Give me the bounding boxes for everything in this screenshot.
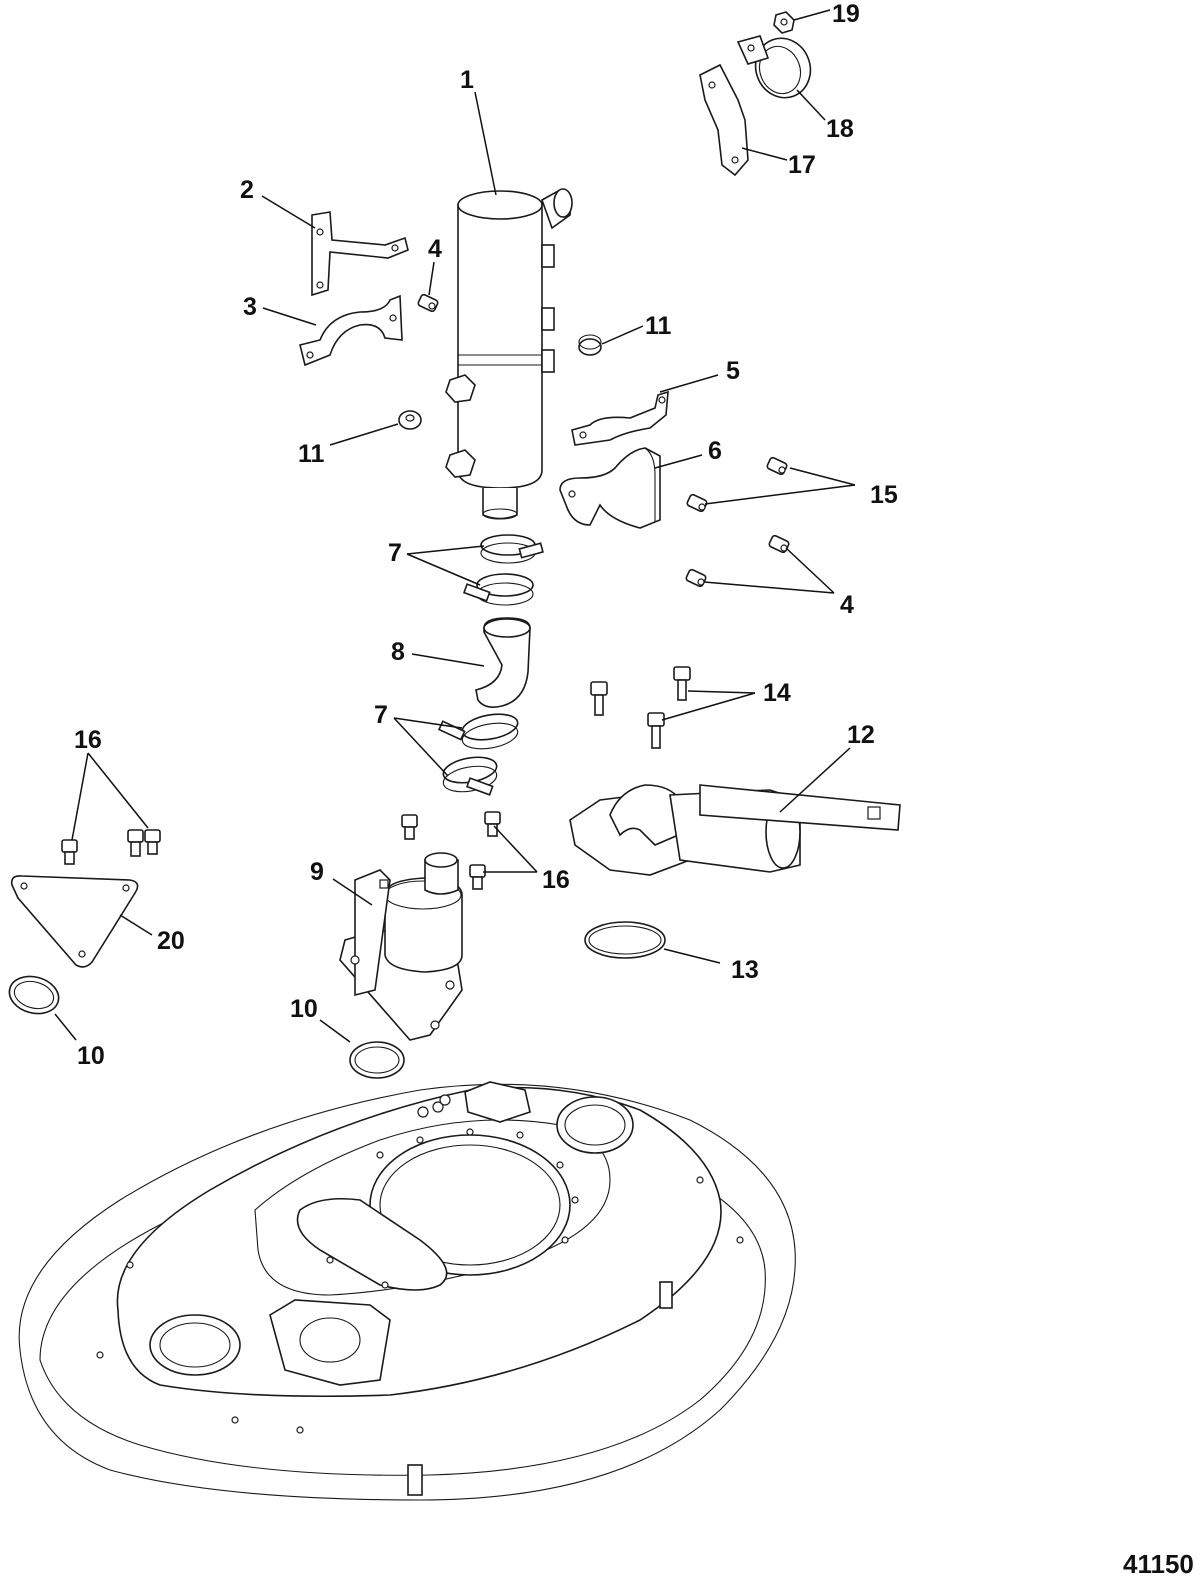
part-clamp-3 <box>299 294 403 367</box>
callout-20: 20 <box>157 927 185 955</box>
callout-5: 5 <box>726 357 740 385</box>
figure-number: 41150 <box>1123 1549 1194 1579</box>
callout-16-right: 16 <box>542 866 570 894</box>
part-clamp-ring-18 <box>736 35 812 99</box>
part-bolt-16-e <box>484 811 501 837</box>
callout-1: 1 <box>460 66 474 94</box>
callout-4-right: 4 <box>840 591 854 619</box>
part-bolt-16-d <box>401 814 418 840</box>
part-hose-clamp-7-b <box>462 573 534 606</box>
callout-7-lower: 7 <box>374 701 388 729</box>
callout-11-left: 11 <box>298 440 325 468</box>
part-oring-10-left <box>8 975 60 1015</box>
part-plate-20 <box>10 875 139 968</box>
part-bolt-16-a <box>61 839 78 865</box>
callout-10-middle: 10 <box>290 995 318 1023</box>
part-grommet-11-a <box>578 334 602 356</box>
part-hose-8 <box>475 617 531 708</box>
callout-13: 13 <box>731 956 759 984</box>
part-bolt-16-f <box>469 864 486 890</box>
part-bolt-14-c <box>647 712 665 749</box>
callout-17: 17 <box>788 151 816 179</box>
callout-16-left: 16 <box>74 726 102 754</box>
callout-7-upper: 7 <box>388 539 402 567</box>
part-grommet-11-b <box>398 410 422 430</box>
part-bolt-16-c <box>127 829 144 857</box>
part-screw-15-a <box>766 456 788 476</box>
part-bracket-2 <box>311 211 409 297</box>
callout-18: 18 <box>826 115 854 143</box>
part-bolt-16-b <box>144 829 161 855</box>
callout-10-left: 10 <box>77 1042 105 1070</box>
callout-2: 2 <box>240 176 254 204</box>
callout-8: 8 <box>391 638 405 666</box>
callout-14: 14 <box>763 679 791 707</box>
part-bracket-17 <box>699 63 749 177</box>
part-screw-4-top <box>417 293 439 313</box>
part-valve-12 <box>569 784 901 876</box>
part-oring-13 <box>584 921 666 959</box>
callout-11-right: 11 <box>645 312 672 340</box>
part-hose-clamp-7-d <box>442 756 498 796</box>
part-bolt-14-b <box>673 666 691 701</box>
part-clamp-6 <box>559 447 661 529</box>
part-hose-clamp-7-a <box>480 534 544 564</box>
part-clamp-5 <box>571 390 669 446</box>
part-outlet-fitting-9 <box>339 852 463 1041</box>
part-screw-4-b <box>685 568 707 588</box>
callout-6: 6 <box>708 437 722 465</box>
callout-labels: 1 2 3 4 4 5 6 7 7 8 9 10 10 11 11 12 13 … <box>74 0 898 1070</box>
callout-4-top: 4 <box>428 235 442 263</box>
callout-3: 3 <box>243 293 257 321</box>
callout-9: 9 <box>310 858 324 886</box>
callout-19: 19 <box>832 0 860 28</box>
callout-15: 15 <box>870 481 898 509</box>
part-muffler <box>445 188 573 520</box>
callout-12: 12 <box>847 721 875 749</box>
part-screw-15-b <box>686 493 708 513</box>
part-bolt-14-a <box>590 681 608 716</box>
part-oring-10-mid <box>349 1041 405 1079</box>
part-screw-4-a <box>768 534 790 554</box>
leader-lines <box>54 9 856 1043</box>
part-hose-clamp-7-c <box>437 713 519 750</box>
part-base-housing <box>18 1081 796 1501</box>
part-nut-19 <box>773 11 795 34</box>
